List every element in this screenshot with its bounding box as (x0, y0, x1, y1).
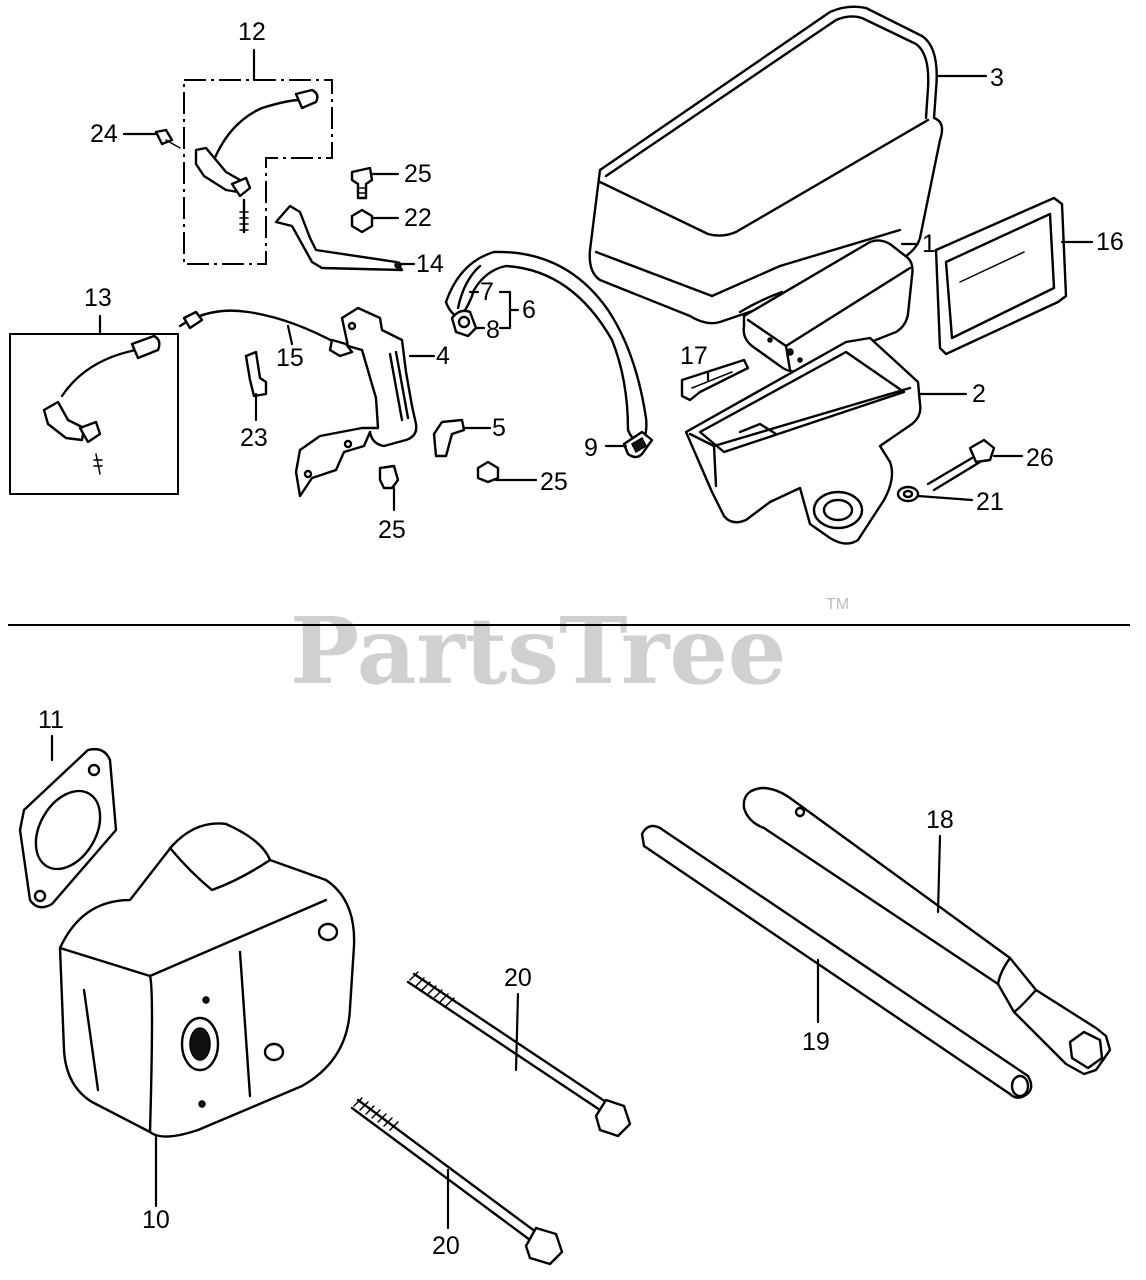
callout-12: 12 (238, 18, 266, 46)
callout-8: 8 (486, 316, 500, 344)
part-5-clip[interactable] (432, 418, 466, 458)
part-15-cable[interactable] (178, 309, 354, 358)
part-19-tool-handle[interactable] (640, 824, 1033, 1099)
part-21-washer[interactable] (896, 485, 920, 503)
part-13-group-outline (9, 333, 179, 495)
part-14-bracket[interactable] (274, 204, 404, 272)
part-20-bolt-upper[interactable] (406, 971, 632, 1138)
callout-25-middle: 25 (540, 468, 568, 496)
callout-6: 6 (522, 296, 536, 324)
callout-labels: 1 2 3 4 5 6 7 8 9 10 11 12 13 14 15 16 1… (38, 18, 1124, 1260)
callout-7: 7 (480, 278, 494, 306)
callout-26: 26 (1026, 444, 1054, 472)
part-25-bolt-bottom[interactable] (378, 464, 400, 490)
watermark-text: PartsTree (290, 597, 786, 705)
callout-5: 5 (492, 414, 506, 442)
callout-1: 1 (922, 230, 936, 258)
part-12-switch-assembly[interactable] (194, 88, 319, 234)
part-20-bolt-lower[interactable] (350, 1097, 564, 1266)
callout-11: 11 (38, 706, 64, 734)
part-17-clip[interactable] (680, 358, 750, 402)
part-25-bolt-middle[interactable] (476, 460, 500, 484)
part-12-group-outline (183, 79, 333, 265)
part-26-bolt[interactable] (926, 438, 996, 492)
callout-18: 18 (926, 806, 954, 834)
part-8-clamp-screw[interactable] (450, 309, 478, 338)
callout-4: 4 (436, 342, 450, 370)
part-13-switch-assembly[interactable] (42, 334, 161, 475)
callout-20-upper: 20 (504, 964, 532, 992)
part-23-clip[interactable] (244, 350, 268, 398)
callout-2: 2 (972, 380, 986, 408)
part-22-nut[interactable] (350, 208, 374, 234)
part-16-gasket[interactable] (934, 196, 1068, 356)
callout-19: 19 (802, 1028, 830, 1056)
callout-13: 13 (84, 284, 112, 312)
callout-25-bottom: 25 (378, 516, 406, 544)
callout-16: 16 (1096, 228, 1124, 256)
part-11-muffler-gasket[interactable] (18, 747, 118, 909)
callout-23: 23 (240, 424, 268, 452)
callout-9: 9 (584, 434, 598, 462)
part-25-bolt-top[interactable] (350, 166, 374, 200)
part-10-muffler[interactable] (58, 822, 356, 1138)
callout-10: 10 (142, 1206, 170, 1234)
callout-25-top: 25 (404, 160, 432, 188)
part-2-air-cleaner-case[interactable] (684, 336, 922, 545)
part-18-spark-plug-wrench[interactable] (742, 786, 1112, 1076)
callout-22: 22 (404, 204, 432, 232)
callout-14: 14 (416, 250, 444, 278)
part-3-air-cleaner-cover[interactable] (588, 5, 944, 325)
callout-3: 3 (990, 64, 1004, 92)
part-4-bracket[interactable] (294, 306, 418, 498)
part-9-bolt[interactable] (622, 430, 654, 459)
callout-24: 24 (90, 120, 118, 148)
leader-lines (50, 48, 1094, 1230)
callout-21: 21 (976, 488, 1004, 516)
callout-15: 15 (276, 344, 304, 372)
part-24-screw[interactable] (154, 128, 181, 149)
callout-17: 17 (680, 342, 708, 370)
watermark-trademark: TM (826, 596, 849, 613)
callout-20-lower: 20 (432, 1232, 460, 1260)
